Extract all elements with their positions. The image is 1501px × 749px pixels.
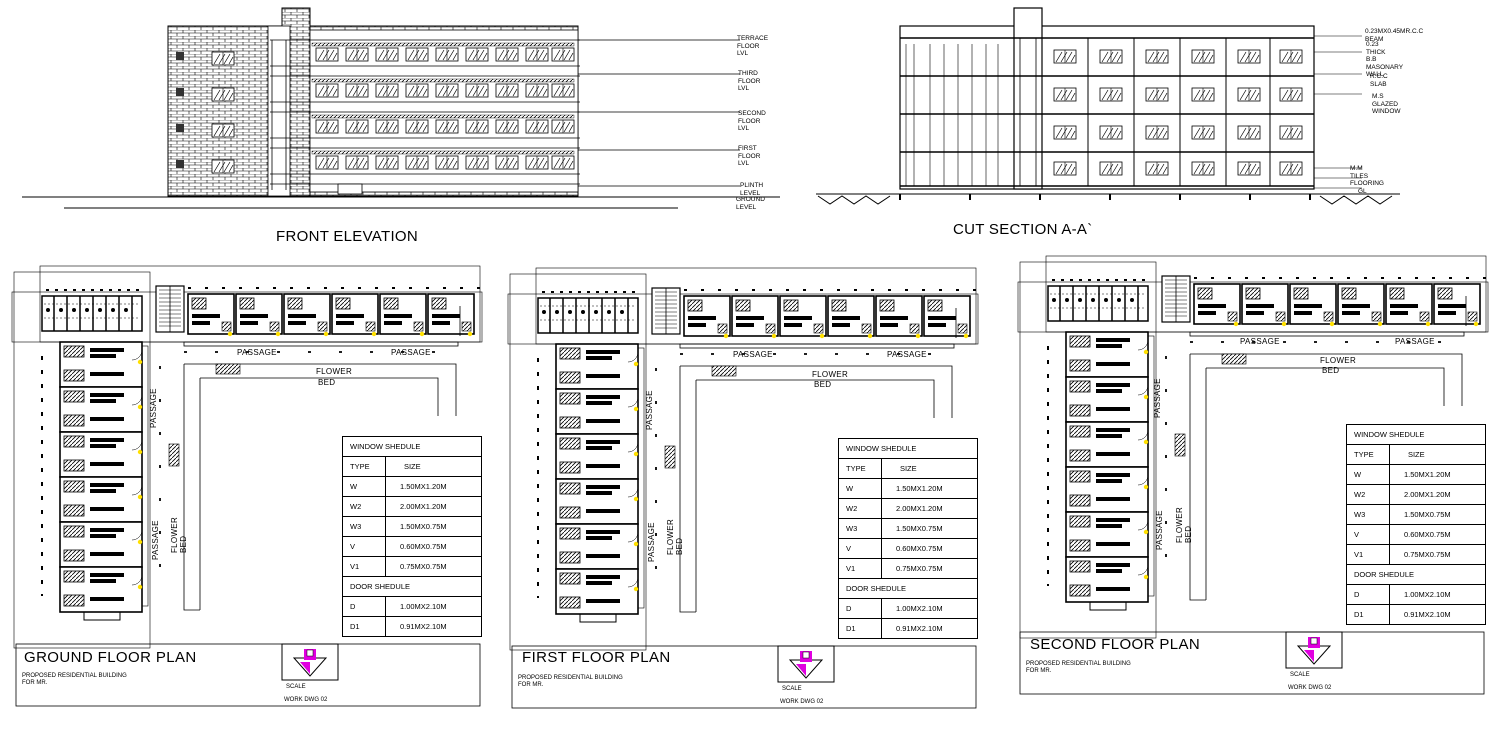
level-label-terrace: TERRACE FLOOR LVL [737,35,769,57]
flower-bed-label-vertical: BED [675,537,684,555]
passage-label-vertical: PASSAGE [647,522,656,562]
type-header: TYPE [1346,444,1390,465]
cut-section-drawing [816,7,1400,205]
flower-bed-label: FLOWER [1320,356,1357,365]
flower-bed-label-vertical: FLOWER [1175,506,1184,543]
plan-title: GROUND FLOOR PLAN [24,649,197,666]
scale-label: SCALE [1290,672,1310,678]
title-block-subtitle: PROPOSED RESIDENTIAL BUILDING FOR MR. [518,675,623,688]
level-label-third: THIRD FLOOR LVL [738,70,761,92]
door-schedule-title: DOOR SHEDULE [342,576,482,597]
plan-title: SECOND FLOOR PLAN [1030,636,1201,653]
scale-label: SCALE [782,686,802,692]
passage-label: PASSAGE [887,350,927,359]
flower-bed-label: FLOWER [812,370,849,379]
section-note-gl: GL [1358,188,1367,195]
type-header: TYPE [342,456,386,477]
title-block: GROUND FLOOR PLAN [16,644,280,668]
level-label-second: SECOND FLOOR LVL [738,110,766,132]
passage-label: PASSAGE [733,350,773,359]
north-arrow-icon [281,643,339,681]
type-header: TYPE [838,458,882,479]
title-block-subtitle: PROPOSED RESIDENTIAL BUILDING FOR MR. [22,673,127,686]
section-note-wall: 0.23 THICK B.B MASONARY WALL [1366,41,1404,78]
passage-label-vertical: PASSAGE [1153,378,1162,418]
section-note-slab: R.C.C SLAB [1370,73,1388,88]
size-header: SIZE [1388,444,1487,465]
level-label-ground: GROUND LEVEL [736,196,765,211]
plan-title: FIRST FLOOR PLAN [522,649,671,666]
level-label-first: FIRST FLOOR LVL [738,145,761,167]
passage-label: PASSAGE [237,348,277,357]
north-arrow-icon [1285,631,1343,669]
drawing-number: WORK DWG 02 [780,699,824,705]
size-header: SIZE [880,458,979,479]
north-arrow-icon [777,645,835,683]
passage-label: PASSAGE [1395,337,1435,346]
flower-bed-label-vertical: FLOWER [666,518,675,555]
section-note-window: M.S GLAZED WINDOW [1372,93,1401,115]
door-schedule-title: DOOR SHEDULE [838,578,978,599]
passage-label: PASSAGE [1240,337,1280,346]
flower-bed-label-vertical: BED [1184,525,1193,543]
section-note-flooring: M.M TILES FLOORING [1350,165,1384,187]
level-label-plinth: PLINTH LEVEL [740,182,764,197]
flower-bed-label: BED [1322,366,1340,375]
drawing-number: WORK DWG 02 [1288,685,1332,691]
flower-bed-label-vertical: BED [179,535,188,553]
size-header: SIZE [384,456,483,477]
passage-label-vertical: PASSAGE [1155,510,1164,550]
door-schedule-title: DOOR SHEDULE [1346,564,1486,585]
section-note-beam: 0.23MX0.45MR.C.C BEAM [1365,28,1424,43]
passage-label: PASSAGE [391,348,431,357]
passage-label-vertical: PASSAGE [645,390,654,430]
flower-bed-label-vertical: FLOWER [170,516,179,553]
window-schedule-title: WINDOW SHEDULE [1346,424,1486,445]
drawing-number: WORK DWG 02 [284,697,328,703]
front-elevation-drawing [22,7,780,209]
flower-bed-label: BED [318,378,336,387]
scale-label: SCALE [286,684,306,690]
window-schedule-title: WINDOW SHEDULE [838,438,978,459]
passage-label-vertical: PASSAGE [151,520,160,560]
window-schedule-title: WINDOW SHEDULE [342,436,482,457]
flower-bed-label: FLOWER [316,367,353,376]
front-elevation-title: FRONT ELEVATION [276,228,419,245]
passage-label-vertical: PASSAGE [149,388,158,428]
flower-bed-label: BED [814,380,832,389]
cut-section-title: CUT SECTION A-A` [953,221,1093,238]
title-block-subtitle: PROPOSED RESIDENTIAL BUILDING FOR MR. [1026,661,1131,674]
